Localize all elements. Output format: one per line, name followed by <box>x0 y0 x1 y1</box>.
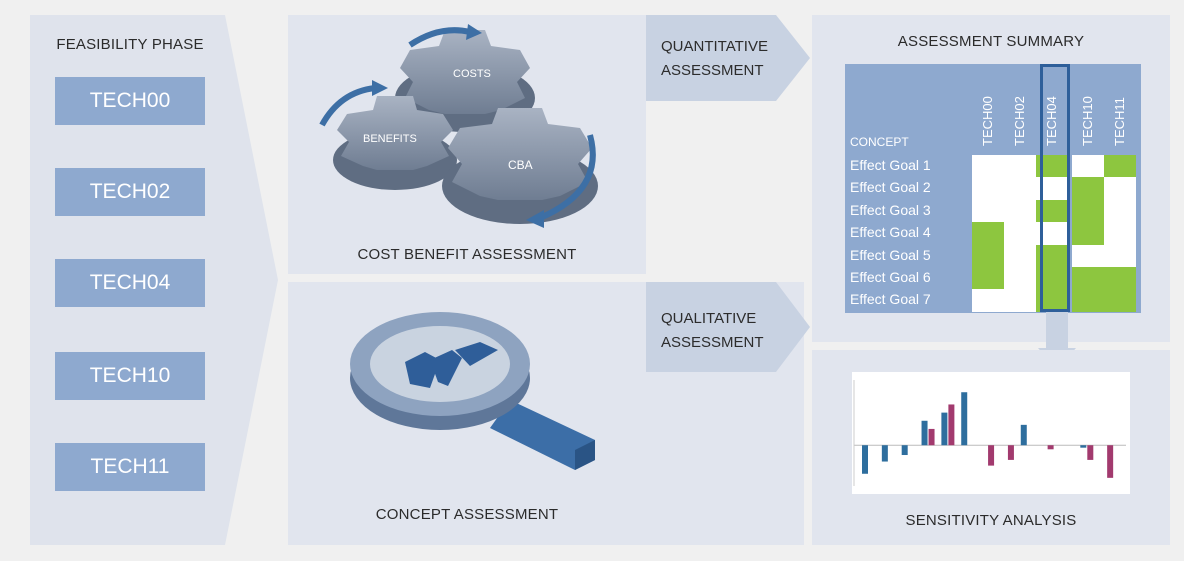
matrix-row-label: Effect Goal 3 <box>850 201 931 218</box>
feasibility-title: FEASIBILITY PHASE <box>56 36 204 53</box>
matrix-column-label: TECH10 <box>1080 96 1095 146</box>
chart-bar <box>1080 445 1087 448</box>
matrix-cell <box>972 289 1004 313</box>
chart-bar <box>1047 445 1054 450</box>
chart-bar <box>901 445 908 456</box>
qualitative-label-2: ASSESSMENT <box>661 334 764 351</box>
matrix-cell <box>1036 177 1068 201</box>
matrix-cell <box>1104 222 1136 246</box>
tech-box-tech00: TECH00 <box>55 77 205 125</box>
matrix-cell <box>1104 289 1136 313</box>
chart-bar <box>961 392 968 446</box>
matrix-cell <box>972 177 1004 201</box>
matrix-cell <box>1072 177 1104 201</box>
chart-bar <box>1087 445 1094 460</box>
matrix-cell <box>1036 267 1068 290</box>
matrix-row-label: Effect Goal 5 <box>850 246 931 263</box>
matrix-cell <box>1104 155 1136 178</box>
chart-bar <box>948 404 955 446</box>
chart-bar <box>1007 445 1014 460</box>
sensitivity-title: SENSITIVITY ANALYSIS <box>905 512 1077 529</box>
chart-bar <box>881 445 888 462</box>
matrix-cell <box>1072 222 1104 246</box>
gear-label-costs: COSTS <box>453 68 491 80</box>
matrix-cell <box>1072 199 1104 223</box>
highlight-column-frame <box>1040 64 1070 312</box>
concept-header: CONCEPT <box>850 135 909 149</box>
quantitative-arrow <box>646 15 810 101</box>
qualitative-arrow <box>646 282 810 372</box>
tech-box-tech02: TECH02 <box>55 168 205 216</box>
matrix-cell <box>1072 289 1104 313</box>
chart-bar <box>1107 445 1114 478</box>
quantitative-label-1: QUANTITATIVE <box>661 38 768 55</box>
chart-bar <box>921 420 928 446</box>
matrix-column-label: TECH00 <box>980 96 995 146</box>
matrix-column-label: TECH02 <box>1012 96 1027 146</box>
tech-box-tech10: TECH10 <box>55 352 205 400</box>
matrix-cell <box>1072 244 1104 268</box>
chart-bar <box>1020 424 1027 446</box>
qualitative-label-1: QUALITATIVE <box>661 310 757 327</box>
matrix-cell <box>1104 267 1136 290</box>
matrix-cell <box>1036 222 1068 246</box>
chart-bar <box>862 445 868 474</box>
matrix-cell <box>972 222 1004 246</box>
matrix-column-label: TECH11 <box>1112 97 1127 146</box>
chart-bar <box>928 428 935 446</box>
tech-box-tech11: TECH11 <box>55 443 205 491</box>
matrix-cell <box>1004 222 1036 246</box>
matrix-cell <box>972 244 1004 268</box>
matrix-row-label: Effect Goal 6 <box>850 269 931 285</box>
matrix-cell <box>1004 155 1036 178</box>
matrix-cell <box>1072 267 1104 290</box>
matrix-cell <box>1036 244 1068 268</box>
concept-title: CONCEPT ASSESSMENT <box>375 506 559 523</box>
summary-title: ASSESSMENT SUMMARY <box>897 33 1085 50</box>
matrix-row-label: Effect Goal 4 <box>850 224 931 241</box>
matrix-cell <box>1004 267 1036 290</box>
matrix-cell <box>1104 199 1136 223</box>
sensitivity-chart-area <box>852 372 1130 494</box>
matrix-cell <box>972 155 1004 178</box>
chart-bar <box>941 412 948 446</box>
chart-bar <box>988 445 995 466</box>
matrix-cell <box>1036 155 1068 178</box>
matrix-cell <box>1036 199 1068 223</box>
matrix-cell <box>1036 289 1068 313</box>
matrix-cell <box>1004 199 1036 223</box>
sensitivity-chart <box>853 380 1126 486</box>
matrix-cell <box>1004 289 1036 313</box>
matrix-row-label: Effect Goal 2 <box>850 179 931 196</box>
matrix-cell <box>1072 155 1104 178</box>
gear-label-benefits: BENEFITS <box>363 133 417 145</box>
gear-label-cba: CBA <box>508 158 533 172</box>
gears-icon <box>319 24 598 228</box>
matrix-cell <box>1004 177 1036 201</box>
matrix-cell <box>1104 177 1136 201</box>
magnifier-icon <box>350 312 595 470</box>
matrix-cell <box>1004 244 1036 268</box>
matrix-cell <box>972 267 1004 290</box>
matrix-cell <box>972 199 1004 223</box>
matrix-row-label: Effect Goal 1 <box>850 157 931 173</box>
tech-box-tech04: TECH04 <box>55 259 205 307</box>
cost-benefit-title: COST BENEFIT ASSESSMENT <box>357 246 577 263</box>
matrix-cell <box>1104 244 1136 268</box>
matrix-row-label: Effect Goal 7 <box>850 291 931 308</box>
quantitative-label-2: ASSESSMENT <box>661 62 764 79</box>
